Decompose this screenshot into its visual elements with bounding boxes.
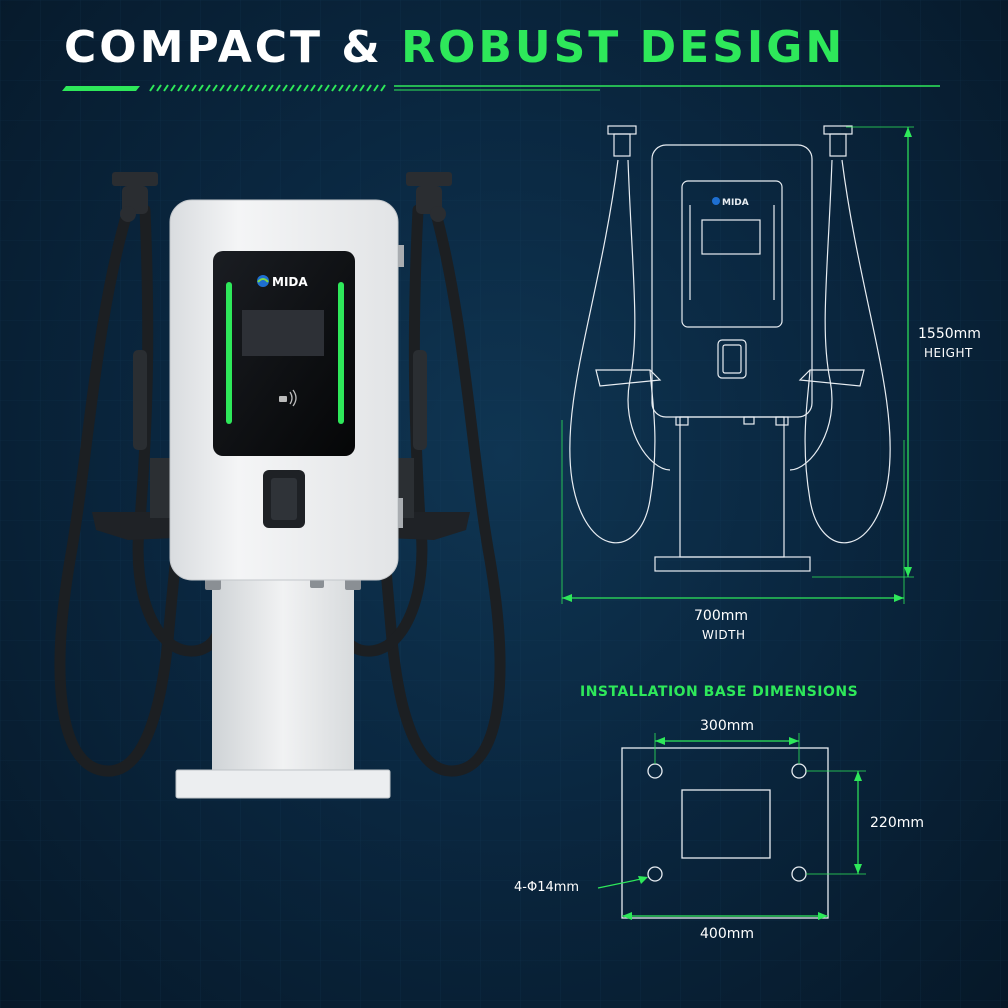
- brand-logo-icon: [257, 275, 269, 287]
- height-dimension-line: [812, 126, 914, 578]
- drawing-logo-text: MIDA: [722, 198, 749, 208]
- led-strip-left: [226, 282, 232, 424]
- width-value: 700mm: [694, 608, 748, 624]
- charger-illustration: MIDA: [54, 172, 506, 799]
- height-label: HEIGHT: [924, 346, 973, 360]
- rfid-tap-icon: [279, 389, 297, 407]
- width-dimension-line: [561, 420, 905, 604]
- width-label: WIDTH: [702, 628, 746, 642]
- charger-technical-drawing: MIDA: [561, 125, 914, 604]
- side-button: [398, 245, 404, 267]
- page-title: COMPACT & ROBUST DESIGN: [64, 22, 845, 73]
- installation-base-heading: INSTALLATION BASE DIMENSIONS: [580, 684, 859, 700]
- mount-hole-bottom-left: [647, 866, 663, 882]
- height-value: 1550mm: [918, 326, 981, 342]
- title-part-green: ROBUST DESIGN: [401, 22, 846, 73]
- mount-hole-bottom-right: [791, 866, 807, 882]
- mount-hole-top-right: [791, 763, 807, 779]
- charger-pedestal: [212, 578, 354, 778]
- connector-holsters: [112, 172, 452, 222]
- charger-base-plate: [175, 769, 391, 799]
- mount-hole-top-left: [647, 763, 663, 779]
- base-width-label: 400mm: [700, 926, 754, 942]
- led-strip-right: [338, 282, 344, 424]
- title-part-white: COMPACT &: [64, 22, 402, 73]
- charger-display-screen: [242, 310, 324, 356]
- title-underline-decoration: [62, 84, 940, 92]
- cable-glands: [205, 578, 361, 590]
- cable-strain-reliefs: [133, 350, 427, 450]
- hole-spacing-height-label: 220mm: [870, 815, 924, 831]
- brand-logo-text: MIDA: [272, 275, 308, 289]
- installation-base-drawing: [597, 733, 866, 920]
- hole-spec-label: 4-Φ14mm: [514, 880, 580, 895]
- hole-spacing-width-label: 300mm: [700, 718, 754, 734]
